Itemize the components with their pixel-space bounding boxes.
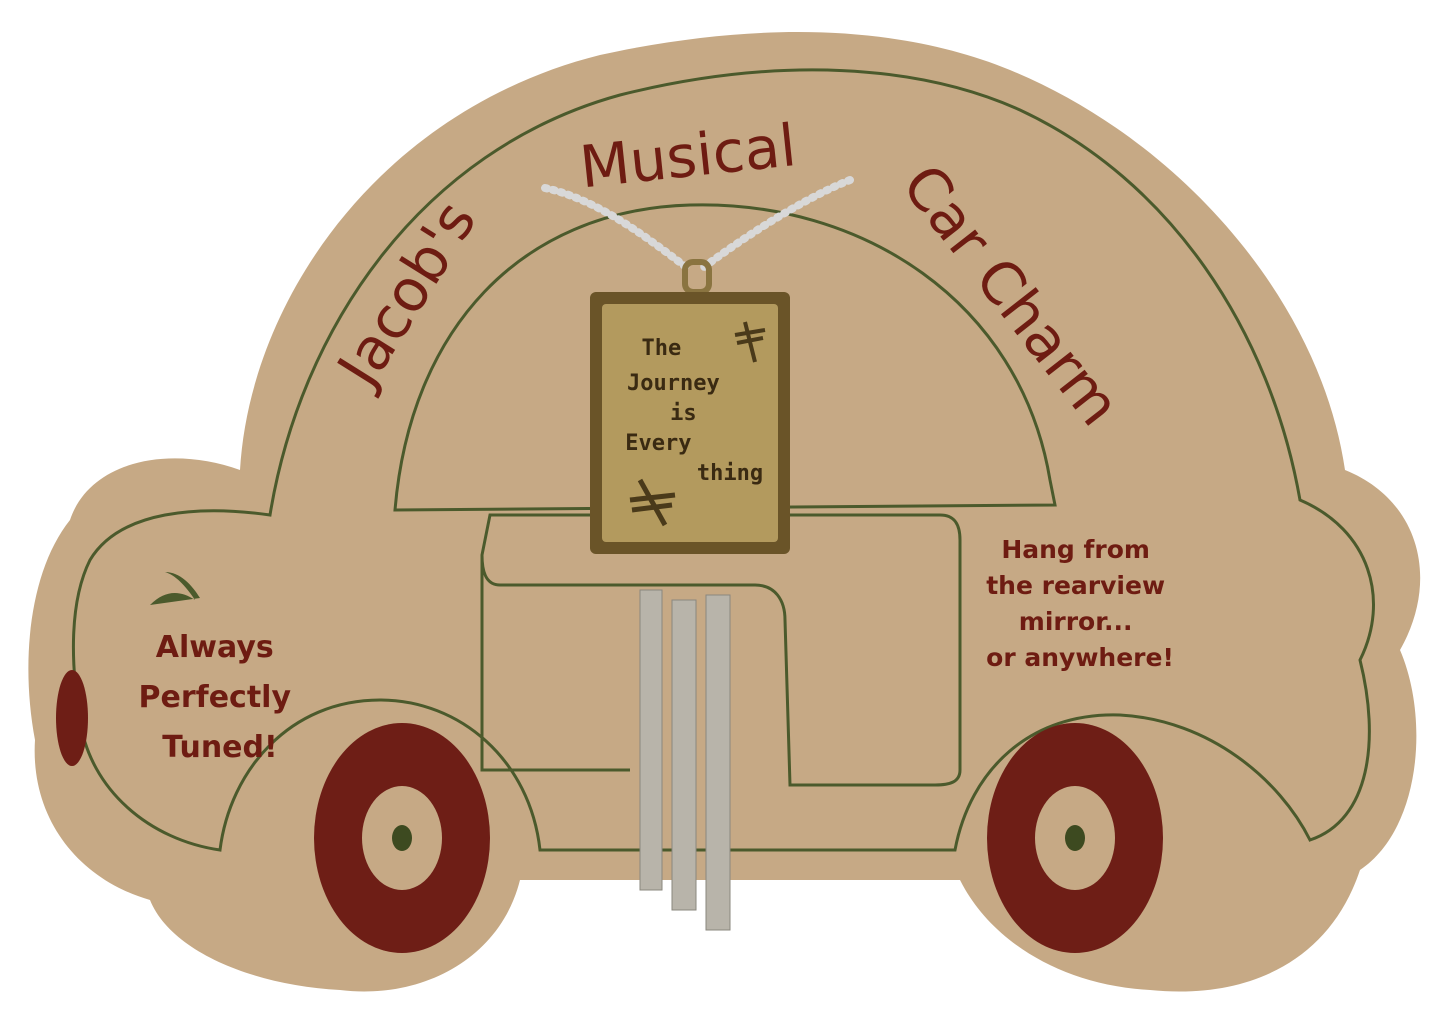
window-outline: [393, 203, 1057, 512]
tail-light: [56, 670, 88, 766]
fairy-icon: [150, 572, 200, 605]
svg-text:The Journey is: The Journey is Every thing: [625, 336, 763, 486]
left-text: Always Perfectly Tuned!: [139, 630, 302, 765]
car-outline: [71, 68, 1375, 852]
front-wheel: [987, 723, 1163, 953]
pendant-plate: The Journey is Every thing: [590, 292, 790, 554]
wind-chimes: [639, 589, 731, 931]
right-text: Hang from the rearview mirror... or anyw…: [986, 535, 1174, 672]
rear-wheel: [314, 723, 490, 953]
door-outline: [480, 513, 962, 787]
dragonfly-icon: [629, 478, 676, 527]
ball-chain: [541, 176, 854, 274]
dragonfly-icon: [734, 321, 766, 363]
